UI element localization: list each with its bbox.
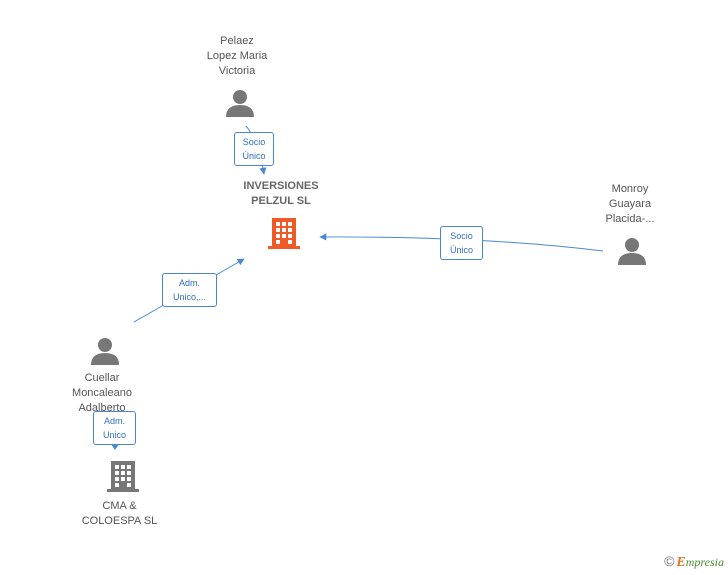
- badge-line: Socio: [450, 231, 473, 241]
- person-name-line: Guayara: [608, 198, 652, 210]
- empresia-watermark[interactable]: ©Empresia: [664, 553, 724, 571]
- badge-arrow-tail: [110, 444, 119, 450]
- person-name-cuellar[interactable]: Cuellar Moncaleano Adalberto: [52, 371, 152, 416]
- main-company-name[interactable]: INVERSIONES PELZUL SL: [221, 179, 341, 209]
- person-name-pelaez[interactable]: Pelaez Lopez Maria Victoria: [186, 34, 288, 79]
- copyright-icon: ©: [664, 553, 675, 569]
- badge-line: Unico,...: [172, 292, 206, 302]
- person-name-line: Placida-...: [605, 213, 655, 225]
- person-name-line: Monroy: [611, 183, 649, 195]
- relation-badge-cuellar-main[interactable]: Adm. Unico,...: [162, 273, 217, 307]
- person-name-line: Moncaleano: [72, 387, 132, 399]
- relation-badge-pelaez[interactable]: Socio Único: [234, 132, 274, 166]
- brand-name: mpresia: [685, 555, 724, 569]
- badge-line: Unico: [102, 430, 126, 440]
- building-icon[interactable]: [107, 459, 139, 493]
- relation-badge-monroy[interactable]: Socio Único: [440, 226, 483, 260]
- main-company-name-line: PELZUL SL: [251, 195, 311, 207]
- company-name-line: COLOESPA SL: [81, 515, 158, 527]
- company-name-line: CMA &: [102, 500, 137, 512]
- badge-line: Adm.: [103, 416, 125, 426]
- badge-line: Único: [449, 245, 473, 255]
- building-icon[interactable]: [268, 216, 300, 250]
- person-name-monroy[interactable]: Monroy Guayara Placida-...: [580, 182, 680, 227]
- company-name-cma[interactable]: CMA & COLOESPA SL: [62, 499, 177, 529]
- badge-line: Socio: [242, 137, 266, 147]
- badge-line: Adm.: [178, 278, 200, 288]
- relation-badge-cuellar-cma[interactable]: Adm. Unico: [93, 411, 136, 450]
- person-icon[interactable]: [225, 88, 255, 118]
- person-name-line: Pelaez: [220, 35, 254, 47]
- person-icon[interactable]: [90, 336, 120, 366]
- person-name-line: Victoria: [218, 65, 256, 77]
- person-name-line: Lopez Maria: [206, 50, 268, 62]
- brand-initial: E: [676, 555, 686, 570]
- main-company-name-line: INVERSIONES: [243, 180, 319, 192]
- person-name-line: Cuellar: [84, 372, 120, 384]
- person-icon[interactable]: [617, 236, 647, 266]
- badge-line: Único: [242, 151, 266, 161]
